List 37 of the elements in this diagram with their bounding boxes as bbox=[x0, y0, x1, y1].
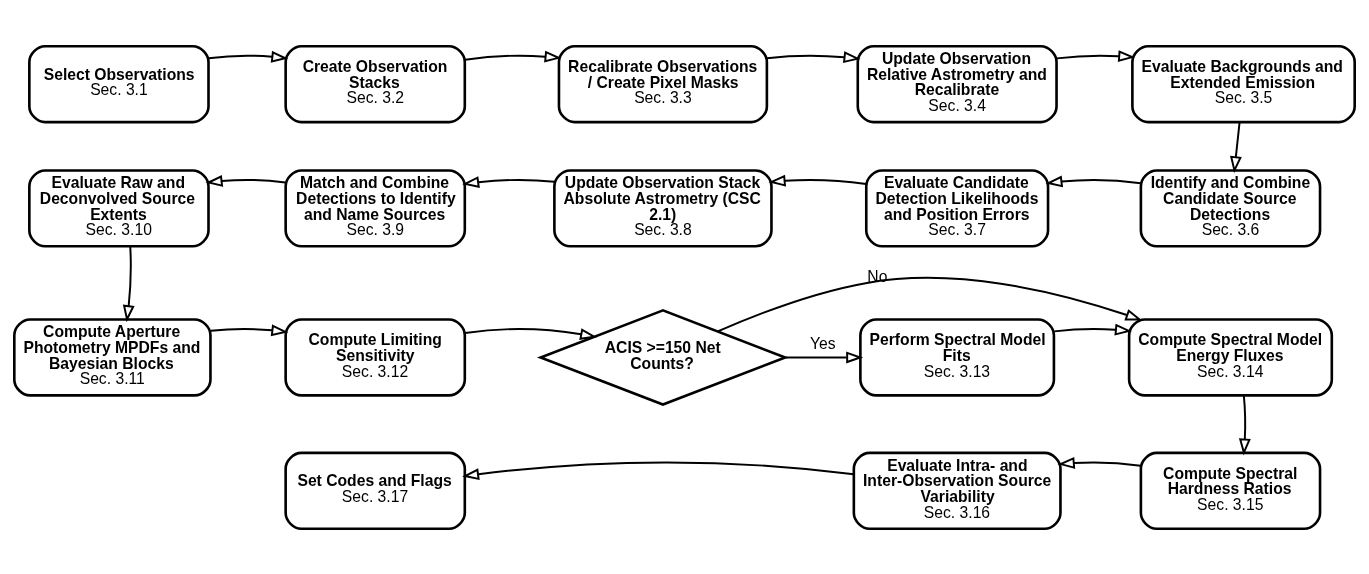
node-diamond: ACIS >=150 Net Counts? bbox=[537, 308, 789, 406]
arrow bbox=[464, 50, 562, 63]
node-box: Update Observation Stack Absolute Astrometry (CSC 2.1) Sec. 3.8 bbox=[553, 168, 773, 248]
node-box: Update Observation Relative Astrometry and Recalibrate Sec. 3.4 bbox=[856, 44, 1058, 123]
arrow bbox=[464, 327, 598, 340]
arrow bbox=[205, 174, 287, 187]
arrow bbox=[207, 50, 289, 63]
node-box: Match and Combine Detections to Identify and Name Sources Sec. 3.9 bbox=[284, 168, 467, 248]
node-box: Compute Aperture Photometry MPDFs and Bayesian Blocks Sec. 3.11 bbox=[13, 317, 212, 397]
arrow bbox=[784, 351, 864, 363]
node-box: Identify and Combine Candidate Source Detections Sec. 3.6 bbox=[1139, 168, 1322, 248]
node-box: Select Observations Sec. 3.1 bbox=[28, 44, 210, 123]
arrow bbox=[210, 323, 289, 336]
arrow bbox=[1053, 323, 1132, 336]
arrow bbox=[1238, 394, 1251, 456]
node-box: Evaluate Candidate Detection Likelihoods and Position Errors Sec. 3.7 bbox=[864, 168, 1050, 248]
arrow bbox=[765, 50, 861, 63]
arrow bbox=[462, 460, 855, 480]
arrow bbox=[1057, 456, 1142, 469]
arrow bbox=[122, 245, 135, 322]
arrow bbox=[768, 174, 868, 187]
node-box: Create Observation Stacks Sec. 3.2 bbox=[284, 44, 467, 123]
arrow bbox=[462, 175, 556, 188]
node-box: Evaluate Backgrounds and Extended Emission Sec. 3.5 bbox=[1131, 44, 1356, 123]
node-box: Compute Spectral Hardness Ratios Sec. 3.15 bbox=[1139, 451, 1322, 530]
node-box: Set Codes and Flags Sec. 3.17 bbox=[284, 451, 467, 530]
arrow bbox=[1230, 120, 1242, 173]
arrow bbox=[1055, 49, 1136, 62]
arrow bbox=[716, 276, 1143, 332]
node-box: Compute Limiting Sensitivity Sec. 3.12 bbox=[284, 317, 467, 397]
node-box: Compute Spectral Model Energy Fluxes Sec. 3.14 bbox=[1127, 317, 1334, 397]
arrow bbox=[1045, 175, 1142, 187]
node-box: Evaluate Raw and Deconvolved Source Extents Sec. 3.10 bbox=[28, 168, 210, 248]
edge-label: Yes bbox=[809, 334, 836, 352]
node-box: Recalibrate Observations / Create Pixel Masks Sec. 3.3 bbox=[557, 44, 769, 123]
node-box: Evaluate Intra- and Inter-Observation Source Variability Sec. 3.16 bbox=[852, 451, 1062, 530]
node-box: Perform Spectral Model Fits Sec. 3.13 bbox=[859, 317, 1056, 397]
